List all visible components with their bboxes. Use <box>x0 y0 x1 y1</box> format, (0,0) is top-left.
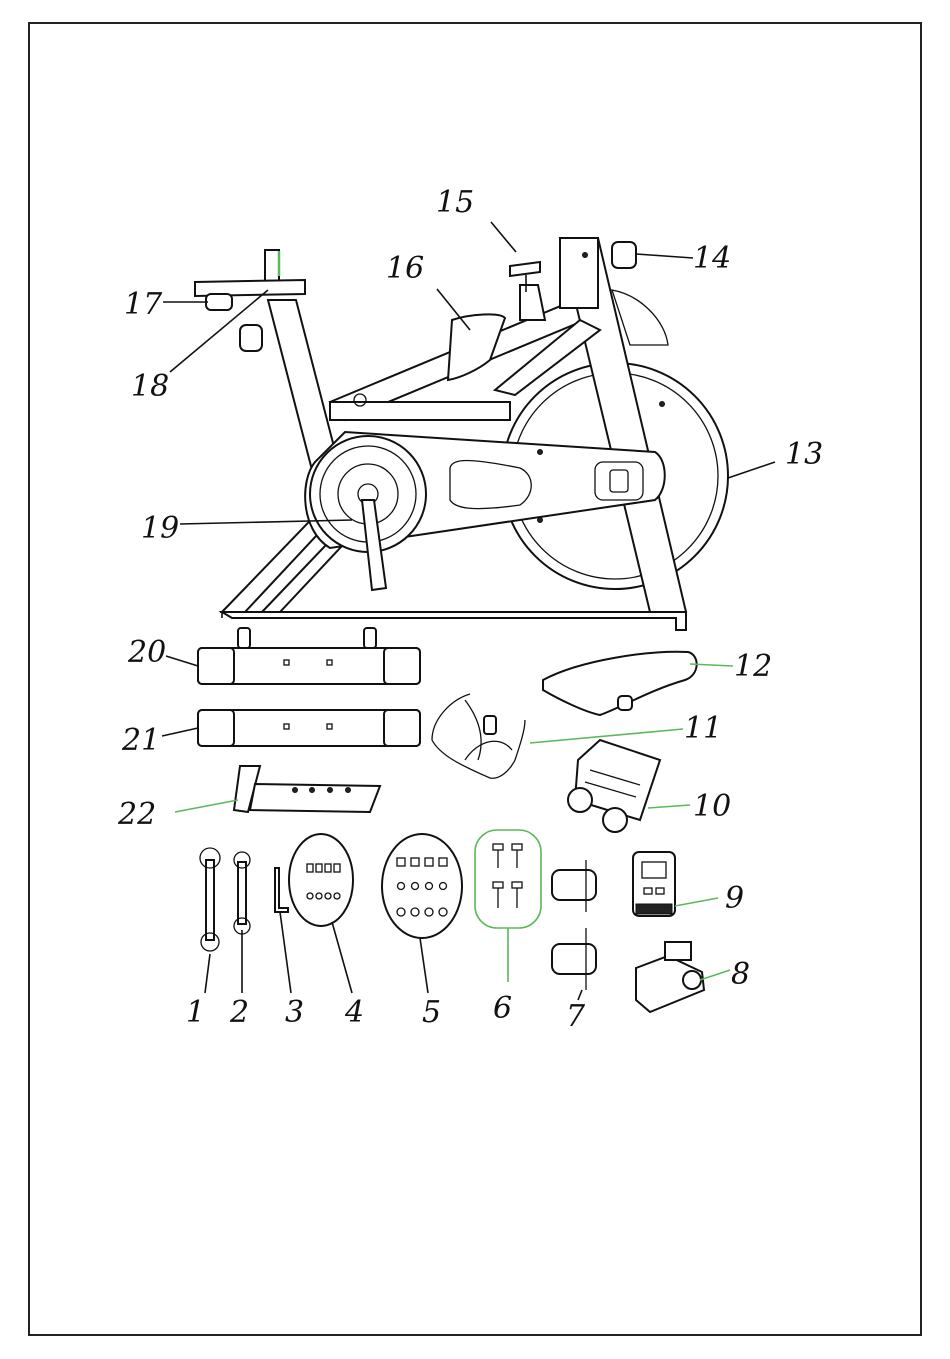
label-part-7: 7 <box>566 999 586 1034</box>
seat-slide-rail <box>234 766 380 812</box>
label-part-16: 16 <box>386 251 424 286</box>
front-stabilizer <box>198 628 420 684</box>
label-part-3: 3 <box>285 995 304 1030</box>
front-knob <box>612 242 636 268</box>
label-part-13: 13 <box>785 437 823 472</box>
tension-knob <box>510 262 540 276</box>
label-part-11: 11 <box>684 711 722 746</box>
label-part-4: 4 <box>344 995 364 1030</box>
wrench-1 <box>206 860 214 940</box>
seat-knob <box>206 294 232 310</box>
label-part-12: 12 <box>734 649 772 684</box>
label-part-17: 17 <box>124 287 163 322</box>
label-part-22: 22 <box>117 797 156 832</box>
bike-frame <box>195 238 728 630</box>
label-part-10: 10 <box>693 789 731 824</box>
label-part-18: 18 <box>131 369 169 404</box>
wrench-2 <box>238 862 246 924</box>
label-part-1: 1 <box>186 995 205 1030</box>
pedal-straps <box>552 860 596 990</box>
allen-key <box>275 868 288 912</box>
label-part-8: 8 <box>731 957 750 992</box>
label-part-14: 14 <box>693 241 731 276</box>
label-part-21: 21 <box>121 723 160 758</box>
pedal <box>568 740 660 832</box>
hardware-pack-5 <box>382 834 462 938</box>
rear-stabilizer <box>198 710 420 746</box>
hardware-pack-4 <box>289 834 353 926</box>
label-part-2: 2 <box>229 995 249 1030</box>
label-part-20: 20 <box>127 635 166 670</box>
bolt-set <box>493 844 522 908</box>
label-part-9: 9 <box>725 881 744 916</box>
label-part-15: 15 <box>436 185 474 220</box>
bolt-set-outline <box>475 830 541 928</box>
label-part-19: 19 <box>141 511 179 546</box>
label-part-5: 5 <box>422 995 441 1030</box>
console <box>633 852 675 916</box>
handlebar <box>432 694 525 778</box>
label-part-6: 6 <box>493 991 512 1026</box>
seat-post-top <box>265 250 279 282</box>
